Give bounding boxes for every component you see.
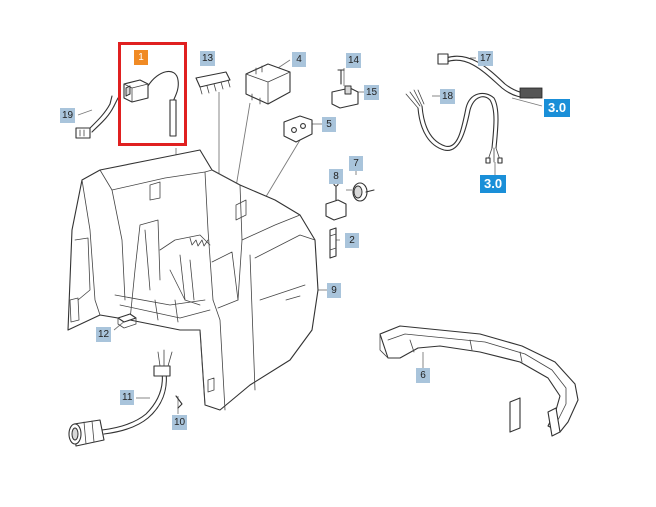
callout-2[interactable]: 2 (345, 233, 359, 248)
part-1-thermostat (123, 70, 179, 137)
part-6-frame (379, 325, 579, 437)
callout-6[interactable]: 6 (416, 368, 430, 383)
callout-14[interactable]: 14 (346, 53, 362, 68)
part-5-bracket (283, 115, 313, 143)
part-19-cable (75, 95, 119, 139)
main-housing (67, 149, 319, 411)
part-4-transformer (245, 63, 291, 105)
callout-18[interactable]: 18 (440, 89, 456, 104)
callout-11[interactable]: 11 (120, 390, 135, 405)
callout-12[interactable]: 12 (96, 327, 112, 342)
callout-19[interactable]: 19 (60, 108, 76, 123)
callout-7[interactable]: 7 (349, 156, 363, 171)
callout-17[interactable]: 17 (478, 51, 494, 66)
part-7-knob (352, 182, 375, 202)
reference-badge-cable[interactable]: 3.0 (480, 175, 507, 193)
callout-13[interactable]: 13 (200, 51, 216, 66)
part-8-switch (325, 181, 347, 221)
callout-9[interactable]: 9 (327, 283, 341, 298)
callout-8[interactable]: 8 (329, 169, 343, 184)
callout-4[interactable]: 4 (292, 52, 306, 67)
callout-10[interactable]: 10 (172, 415, 188, 430)
part-18-cable (405, 89, 503, 164)
part-13-terminal-strip (195, 71, 231, 95)
part-2-lever (329, 227, 337, 259)
callout-5[interactable]: 5 (322, 117, 336, 132)
reference-badge-harness[interactable]: 3.0 (544, 99, 571, 117)
part-11-power-cord (68, 349, 173, 447)
part-10-cable-tie (175, 395, 183, 409)
callout-1[interactable]: 1 (134, 50, 148, 65)
part-17-harness (437, 53, 543, 99)
callout-15[interactable]: 15 (364, 85, 380, 100)
highlight-frame-part-1 (118, 42, 187, 146)
part-14-15-switch (331, 69, 359, 109)
part-12-clip (117, 313, 137, 329)
